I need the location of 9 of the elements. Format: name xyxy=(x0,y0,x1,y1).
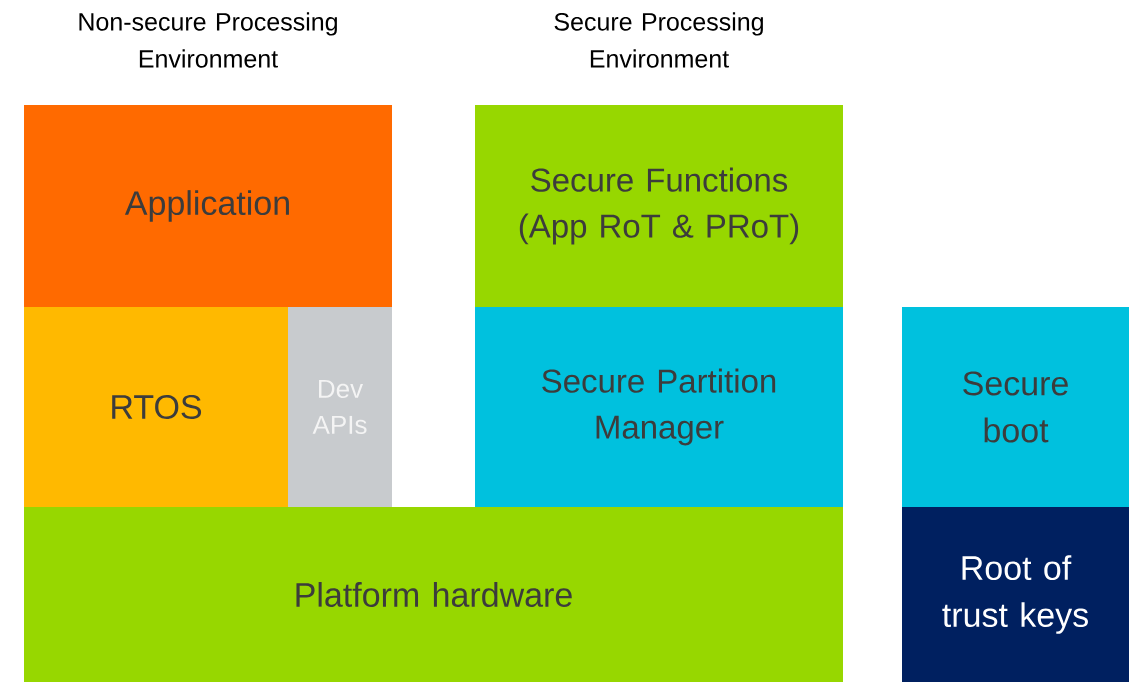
layer-block: Root of trust keys xyxy=(902,507,1129,682)
layer-block: Secure Partition Manager xyxy=(475,307,843,507)
layer-block: RTOS xyxy=(24,307,288,507)
layer-block: Secure Functions (App RoT & PRoT) xyxy=(475,105,843,307)
section-heading: Non-secure Processing Environment xyxy=(79,12,337,68)
layer-block: Secure boot xyxy=(902,307,1129,507)
layer-block: Application xyxy=(24,105,392,307)
layer-block: Platform hardware xyxy=(24,507,843,682)
section-heading: Secure Processing Environment xyxy=(554,12,763,68)
